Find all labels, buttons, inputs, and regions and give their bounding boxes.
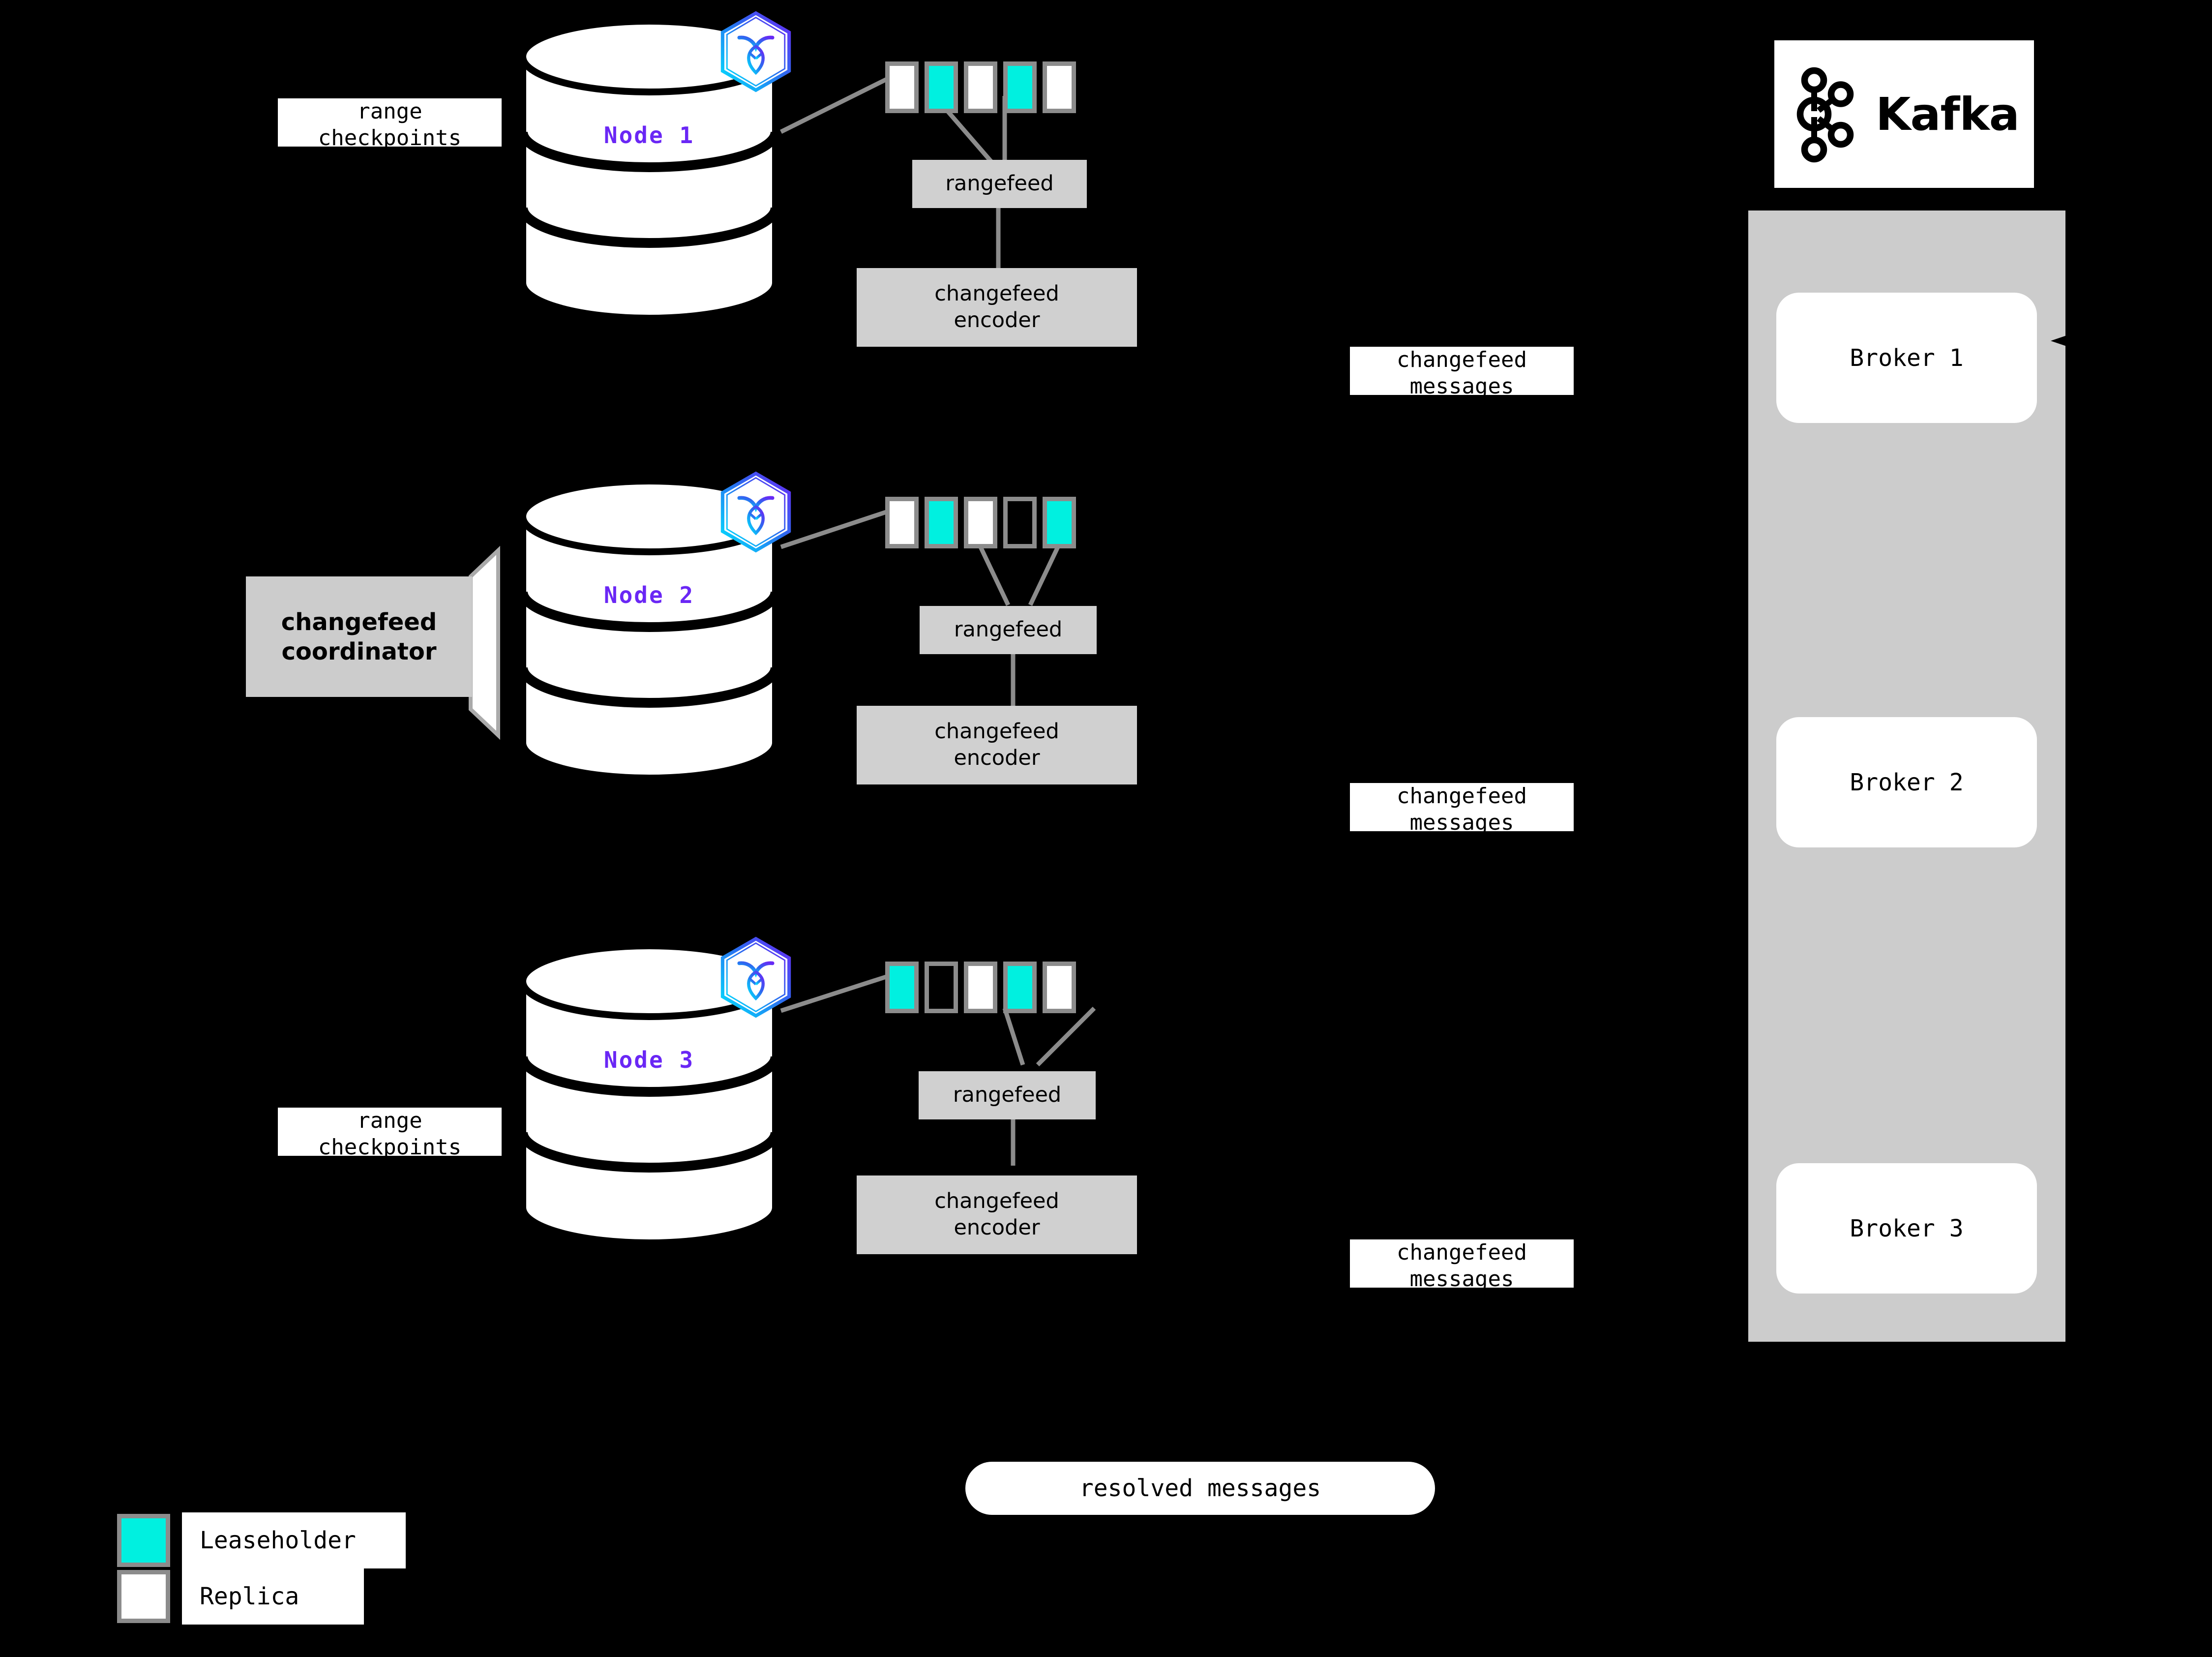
resolved-messages-label: resolved messages	[1079, 1475, 1321, 1502]
range-box[interactable]	[964, 497, 997, 548]
changefeed-messages-line1: changefeed	[1397, 783, 1527, 809]
cockroachdb-hexagon-icon	[712, 934, 800, 1021]
changefeed-messages-line1: changefeed	[1397, 347, 1527, 372]
range-box[interactable]	[885, 61, 919, 113]
range-checkpoints-line1: range	[357, 99, 422, 124]
broker-3[interactable]: Broker 3	[1776, 1163, 2037, 1294]
range-box[interactable]	[885, 497, 919, 548]
range-box[interactable]	[925, 962, 958, 1013]
legend-label-replica: Replica	[182, 1568, 364, 1625]
encoder-label-line2: encoder	[954, 1215, 1040, 1240]
node-3-changefeed-encoder-box[interactable]: changefeed encoder	[857, 1175, 1137, 1254]
changefeed-messages-line1: changefeed	[1397, 1240, 1527, 1265]
node-3-rangefeed-label: rangefeed	[953, 1083, 1062, 1108]
incoming-arrow-icon	[2051, 331, 2081, 351]
coordinator-connector-shape	[469, 545, 500, 740]
encoder-label-line1: changefeed	[934, 719, 1059, 744]
node-2-cylinder: Node 2	[518, 478, 780, 782]
node-3-range-checkpoints-label: range checkpoints	[278, 1108, 502, 1160]
node-1-rangefeed-label: rangefeed	[945, 171, 1054, 196]
node-1-changefeed-encoder-box[interactable]: changefeed encoder	[857, 268, 1137, 347]
node-2-label: Node 2	[603, 582, 695, 608]
legend-label-leaseholder: Leaseholder	[182, 1512, 406, 1568]
changefeed-coordinator-callout[interactable]: changefeed coordinator	[246, 545, 541, 740]
node-1-range-checkpoints-label: range checkpoints	[278, 98, 502, 151]
range-box[interactable]	[1043, 962, 1076, 1013]
node-3-label: Node 3	[603, 1047, 695, 1073]
kafka-wordmark: Kafka	[1876, 88, 2020, 141]
node-1-cylinder: Node 1	[518, 18, 780, 322]
node-1-range-row	[885, 61, 1076, 113]
broker-3-label: Broker 3	[1850, 1214, 1964, 1242]
broker-2-label: Broker 2	[1850, 768, 1964, 796]
node-1-changefeed-messages-label: changefeed messages	[1350, 347, 1574, 399]
encoder-label-line2: encoder	[954, 308, 1040, 332]
cockroachdb-hexagon-icon	[712, 468, 800, 556]
legend-swatch-leaseholder	[117, 1514, 170, 1567]
range-box[interactable]	[1043, 61, 1076, 113]
changefeed-messages-line2: messages	[1409, 374, 1514, 399]
range-box[interactable]	[1003, 962, 1037, 1013]
broker-1-label: Broker 1	[1850, 344, 1964, 372]
node-2-rangefeed-box[interactable]: rangefeed	[920, 606, 1097, 654]
node-3-cylinder: Node 3	[518, 942, 780, 1246]
legend-swatch-replica	[117, 1570, 170, 1623]
changefeed-messages-line2: messages	[1409, 1266, 1514, 1292]
node-3-range-row	[885, 962, 1076, 1013]
node-1-rangefeed-box[interactable]: rangefeed	[912, 160, 1087, 208]
range-box[interactable]	[885, 962, 919, 1013]
range-box[interactable]	[925, 497, 958, 548]
changefeed-messages-line2: messages	[1409, 810, 1514, 836]
coordinator-line2: coordinator	[281, 637, 437, 665]
node-2-range-row	[885, 497, 1076, 548]
cockroachdb-hexagon-icon	[712, 8, 800, 95]
node-2-rangefeed-label: rangefeed	[954, 617, 1063, 642]
node-2-changefeed-messages-label: changefeed messages	[1350, 783, 1574, 835]
resolved-messages-pill[interactable]: resolved messages	[965, 1462, 1435, 1515]
node-1-label: Node 1	[603, 122, 695, 149]
range-box[interactable]	[1043, 497, 1076, 548]
range-box[interactable]	[925, 61, 958, 113]
kafka-logo-box: Kafka	[1774, 40, 2034, 188]
encoder-label-line1: changefeed	[934, 281, 1059, 306]
node-2-changefeed-encoder-box[interactable]: changefeed encoder	[857, 706, 1137, 784]
range-box[interactable]	[1003, 61, 1037, 113]
range-checkpoints-line2: checkpoints	[318, 125, 462, 151]
encoder-label-line1: changefeed	[934, 1189, 1059, 1214]
encoder-label-line2: encoder	[954, 746, 1040, 770]
node-3-rangefeed-box[interactable]: rangefeed	[919, 1071, 1096, 1119]
kafka-logo-icon	[1796, 67, 1854, 163]
node-3-changefeed-messages-label: changefeed messages	[1350, 1239, 1574, 1292]
range-box[interactable]	[1003, 497, 1037, 548]
range-checkpoints-line2: checkpoints	[318, 1135, 462, 1160]
range-box[interactable]	[964, 962, 997, 1013]
range-checkpoints-line1: range	[357, 1108, 422, 1133]
range-box[interactable]	[964, 61, 997, 113]
coordinator-line1: changefeed	[281, 608, 437, 636]
changefeed-coordinator-box[interactable]: changefeed coordinator	[246, 576, 472, 697]
broker-1[interactable]: Broker 1	[1776, 293, 2037, 423]
broker-2[interactable]: Broker 2	[1776, 717, 2037, 847]
